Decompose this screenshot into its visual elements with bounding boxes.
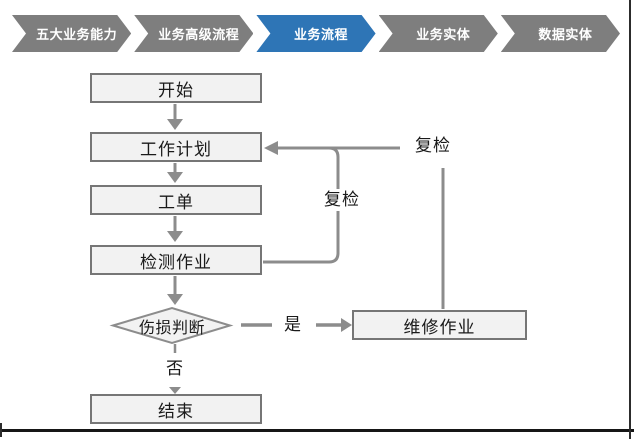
edge-label-no: 否	[163, 358, 187, 380]
arrowhead-yes-repair	[341, 318, 352, 332]
edge-label-yes: 是	[281, 314, 305, 336]
node-start: 开始	[90, 73, 262, 103]
tab-five-capabilities[interactable]: 五大业务能力	[12, 15, 131, 52]
breadcrumb: 五大业务能力 业务高级流程 业务流程 业务实体 数据实体	[12, 15, 620, 52]
tab-business-process[interactable]: 业务流程	[256, 15, 375, 52]
tab-high-level-process[interactable]: 业务高级流程	[134, 15, 253, 52]
arrowhead-inspect-judge	[167, 294, 183, 305]
slide-frame-left-tick	[0, 423, 2, 437]
edge-label-recheck-inner: 复检	[320, 189, 364, 211]
node-work-plan: 工作计划	[90, 132, 262, 162]
arrowhead-plan-order	[167, 172, 183, 183]
arrowhead-no-end	[169, 387, 181, 394]
slide-frame-right-line	[629, 0, 631, 439]
arrowhead-start-plan	[167, 119, 183, 130]
node-end: 结束	[90, 394, 262, 424]
node-damage-judgment-label: 伤损判断	[138, 319, 205, 337]
diamond-judge-shape	[109, 306, 234, 345]
node-inspection-work: 检测作业	[90, 245, 262, 275]
tab-business-entity[interactable]: 业务实体	[379, 15, 498, 52]
slide-frame-bottom-line	[0, 429, 634, 432]
node-work-order: 工单	[90, 185, 262, 215]
tab-data-entity[interactable]: 数据实体	[501, 15, 620, 52]
arrowhead-recheck-plan	[264, 141, 278, 155]
node-repair-work: 维修作业	[352, 310, 527, 340]
arrowhead-order-inspect	[167, 231, 183, 242]
edge-label-recheck-outer: 复检	[410, 135, 456, 157]
